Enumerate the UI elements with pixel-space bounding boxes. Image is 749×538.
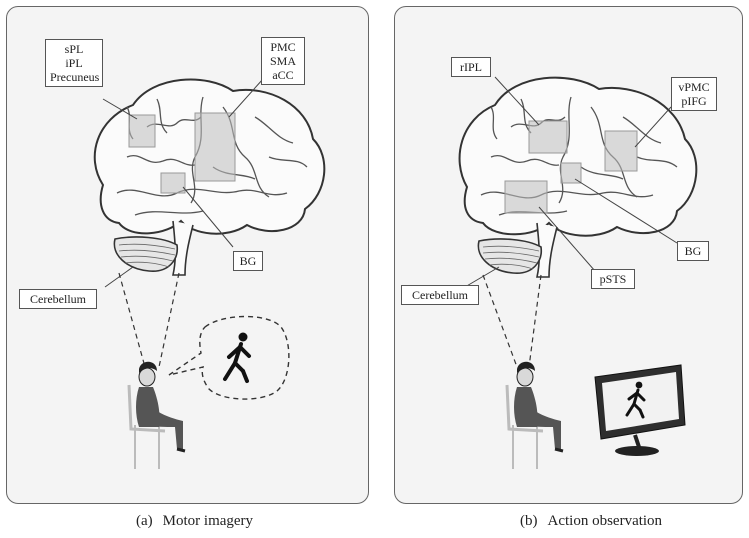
label-cerebellum: Cerebellum [19,289,97,309]
cerebellum-shape [113,236,178,272]
label-ripl: rIPL [451,57,491,77]
roi-premotor [604,130,638,172]
label-cerebellum: Cerebellum [401,285,479,305]
seated-person-icon [505,361,564,469]
roi-parietal [128,114,156,148]
roi-basal-ganglia [160,172,186,194]
label-precuneus: Precuneus [50,70,100,84]
label-bg: BG [233,251,263,271]
walking-figure-icon [223,332,251,383]
motor-imagery-panel: sPL iPL Precuneus PMC SMA aCC BG Cerebel… [6,6,369,504]
motor-imagery-illustration [93,78,326,469]
label-vpmc: vPMC [678,80,710,94]
monitor-icon [594,364,686,456]
caption-text-a: Motor imagery [162,513,254,529]
label-psts: pSTS [591,269,635,289]
brain-stem [536,222,558,278]
label-pifg: pIFG [681,94,707,108]
caption-action-observation: (b) Action observation [520,513,662,530]
label-spl: sPL [64,42,84,56]
label-motor-areas: PMC SMA aCC [261,37,305,85]
label-bg: BG [677,241,709,261]
label-premotor-areas: vPMC pIFG [671,77,717,111]
roi-basal-ganglia [560,162,582,184]
walking-figure-icon [625,381,646,419]
roi-rIPL [528,120,568,154]
brain-outline [458,76,698,237]
roi-motor [194,112,236,182]
cerebellum-shape [477,238,542,274]
label-acc: aCC [272,68,294,82]
thought-bubble [168,315,290,400]
label-pmc: PMC [270,40,296,54]
caption-text-b: Action observation [547,513,663,529]
action-observation-illustration [458,76,698,469]
caption-tag-a: (a) [136,513,153,529]
action-observation-panel: rIPL vPMC pIFG BG pSTS Cerebellum [394,6,743,504]
label-parietal-areas: sPL iPL Precuneus [45,39,103,87]
caption-tag-b: (b) [520,513,538,529]
seated-person-icon [127,361,186,469]
caption-motor-imagery: (a) Motor imagery [136,513,253,530]
label-sma: SMA [269,54,296,68]
label-ipl: iPL [65,56,83,70]
